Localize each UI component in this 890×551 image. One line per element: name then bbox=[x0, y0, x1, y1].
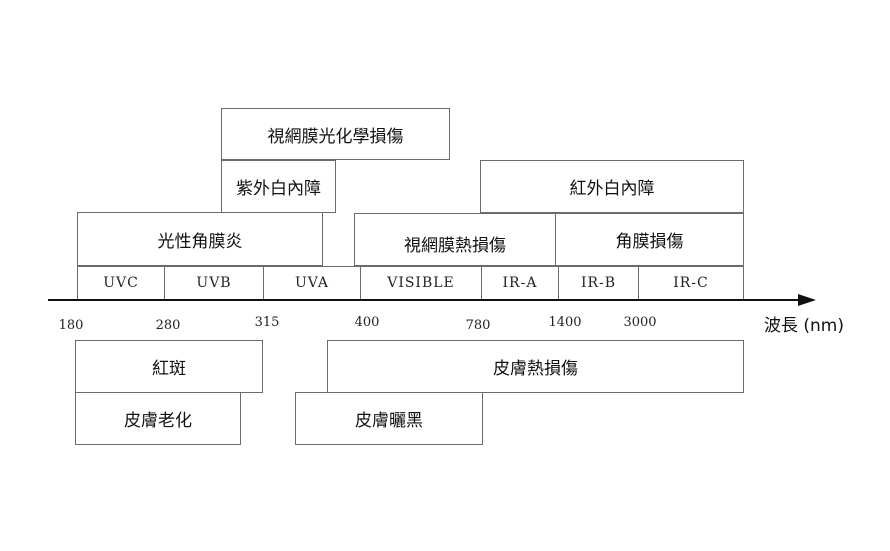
tick-180: 180 bbox=[58, 318, 84, 333]
retina-thermal-damage-box: 視網膜熱損傷 bbox=[354, 213, 556, 266]
uv-cataract-box: 紫外白內障 bbox=[221, 160, 336, 213]
uv-cataract-label: 紫外白內障 bbox=[236, 179, 321, 199]
band-uvb: UVB bbox=[164, 267, 263, 299]
retina-photochemical-damage-box: 視網膜光化學損傷 bbox=[221, 108, 450, 160]
tick-780: 780 bbox=[465, 318, 491, 333]
cornea-burn-box: 角膜損傷 bbox=[555, 213, 744, 266]
ir-cataract-box: 紅外白內障 bbox=[480, 160, 744, 213]
tick-280: 280 bbox=[155, 318, 181, 333]
tick-400: 400 bbox=[354, 315, 380, 330]
retina-thermal-damage-label: 視網膜熱損傷 bbox=[404, 236, 506, 256]
skin-aging-label: 皮膚老化 bbox=[124, 411, 192, 431]
band-uva: UVA bbox=[263, 267, 360, 299]
tick-315: 315 bbox=[254, 315, 280, 330]
photokeratitis-label: 光性角膜炎 bbox=[157, 231, 243, 252]
skin-aging-box: 皮膚老化 bbox=[75, 392, 241, 445]
band-visible: VISIBLE bbox=[360, 267, 481, 299]
skin-thermal-damage-box: 皮膚熱損傷 bbox=[327, 340, 744, 393]
band-ir-a: IR-A bbox=[481, 267, 558, 299]
band-ir-b: IR-B bbox=[558, 267, 638, 299]
band-uvc: UVC bbox=[103, 275, 139, 291]
ir-cataract-label: 紅外白內障 bbox=[569, 179, 655, 199]
photokeratitis-box: 光性角膜炎 bbox=[77, 212, 323, 266]
retina-photochemical-damage-label: 視網膜光化學損傷 bbox=[267, 126, 404, 147]
skin-tanning-box: 皮膚曬黑 bbox=[295, 392, 483, 445]
erythema-label: 紅斑 bbox=[152, 359, 186, 379]
band-ir-c: IR-C bbox=[638, 267, 743, 299]
skin-thermal-damage-label: 皮膚熱損傷 bbox=[493, 359, 578, 379]
erythema-box: 紅斑 bbox=[75, 340, 263, 393]
tick-1400: 1400 bbox=[548, 315, 582, 330]
cornea-burn-label: 角膜損傷 bbox=[615, 232, 684, 252]
skin-tanning-label: 皮膚曬黑 bbox=[355, 411, 423, 431]
wavelength-axis-label: 波長 (nm) bbox=[764, 316, 845, 336]
tick-3000: 3000 bbox=[623, 315, 657, 330]
